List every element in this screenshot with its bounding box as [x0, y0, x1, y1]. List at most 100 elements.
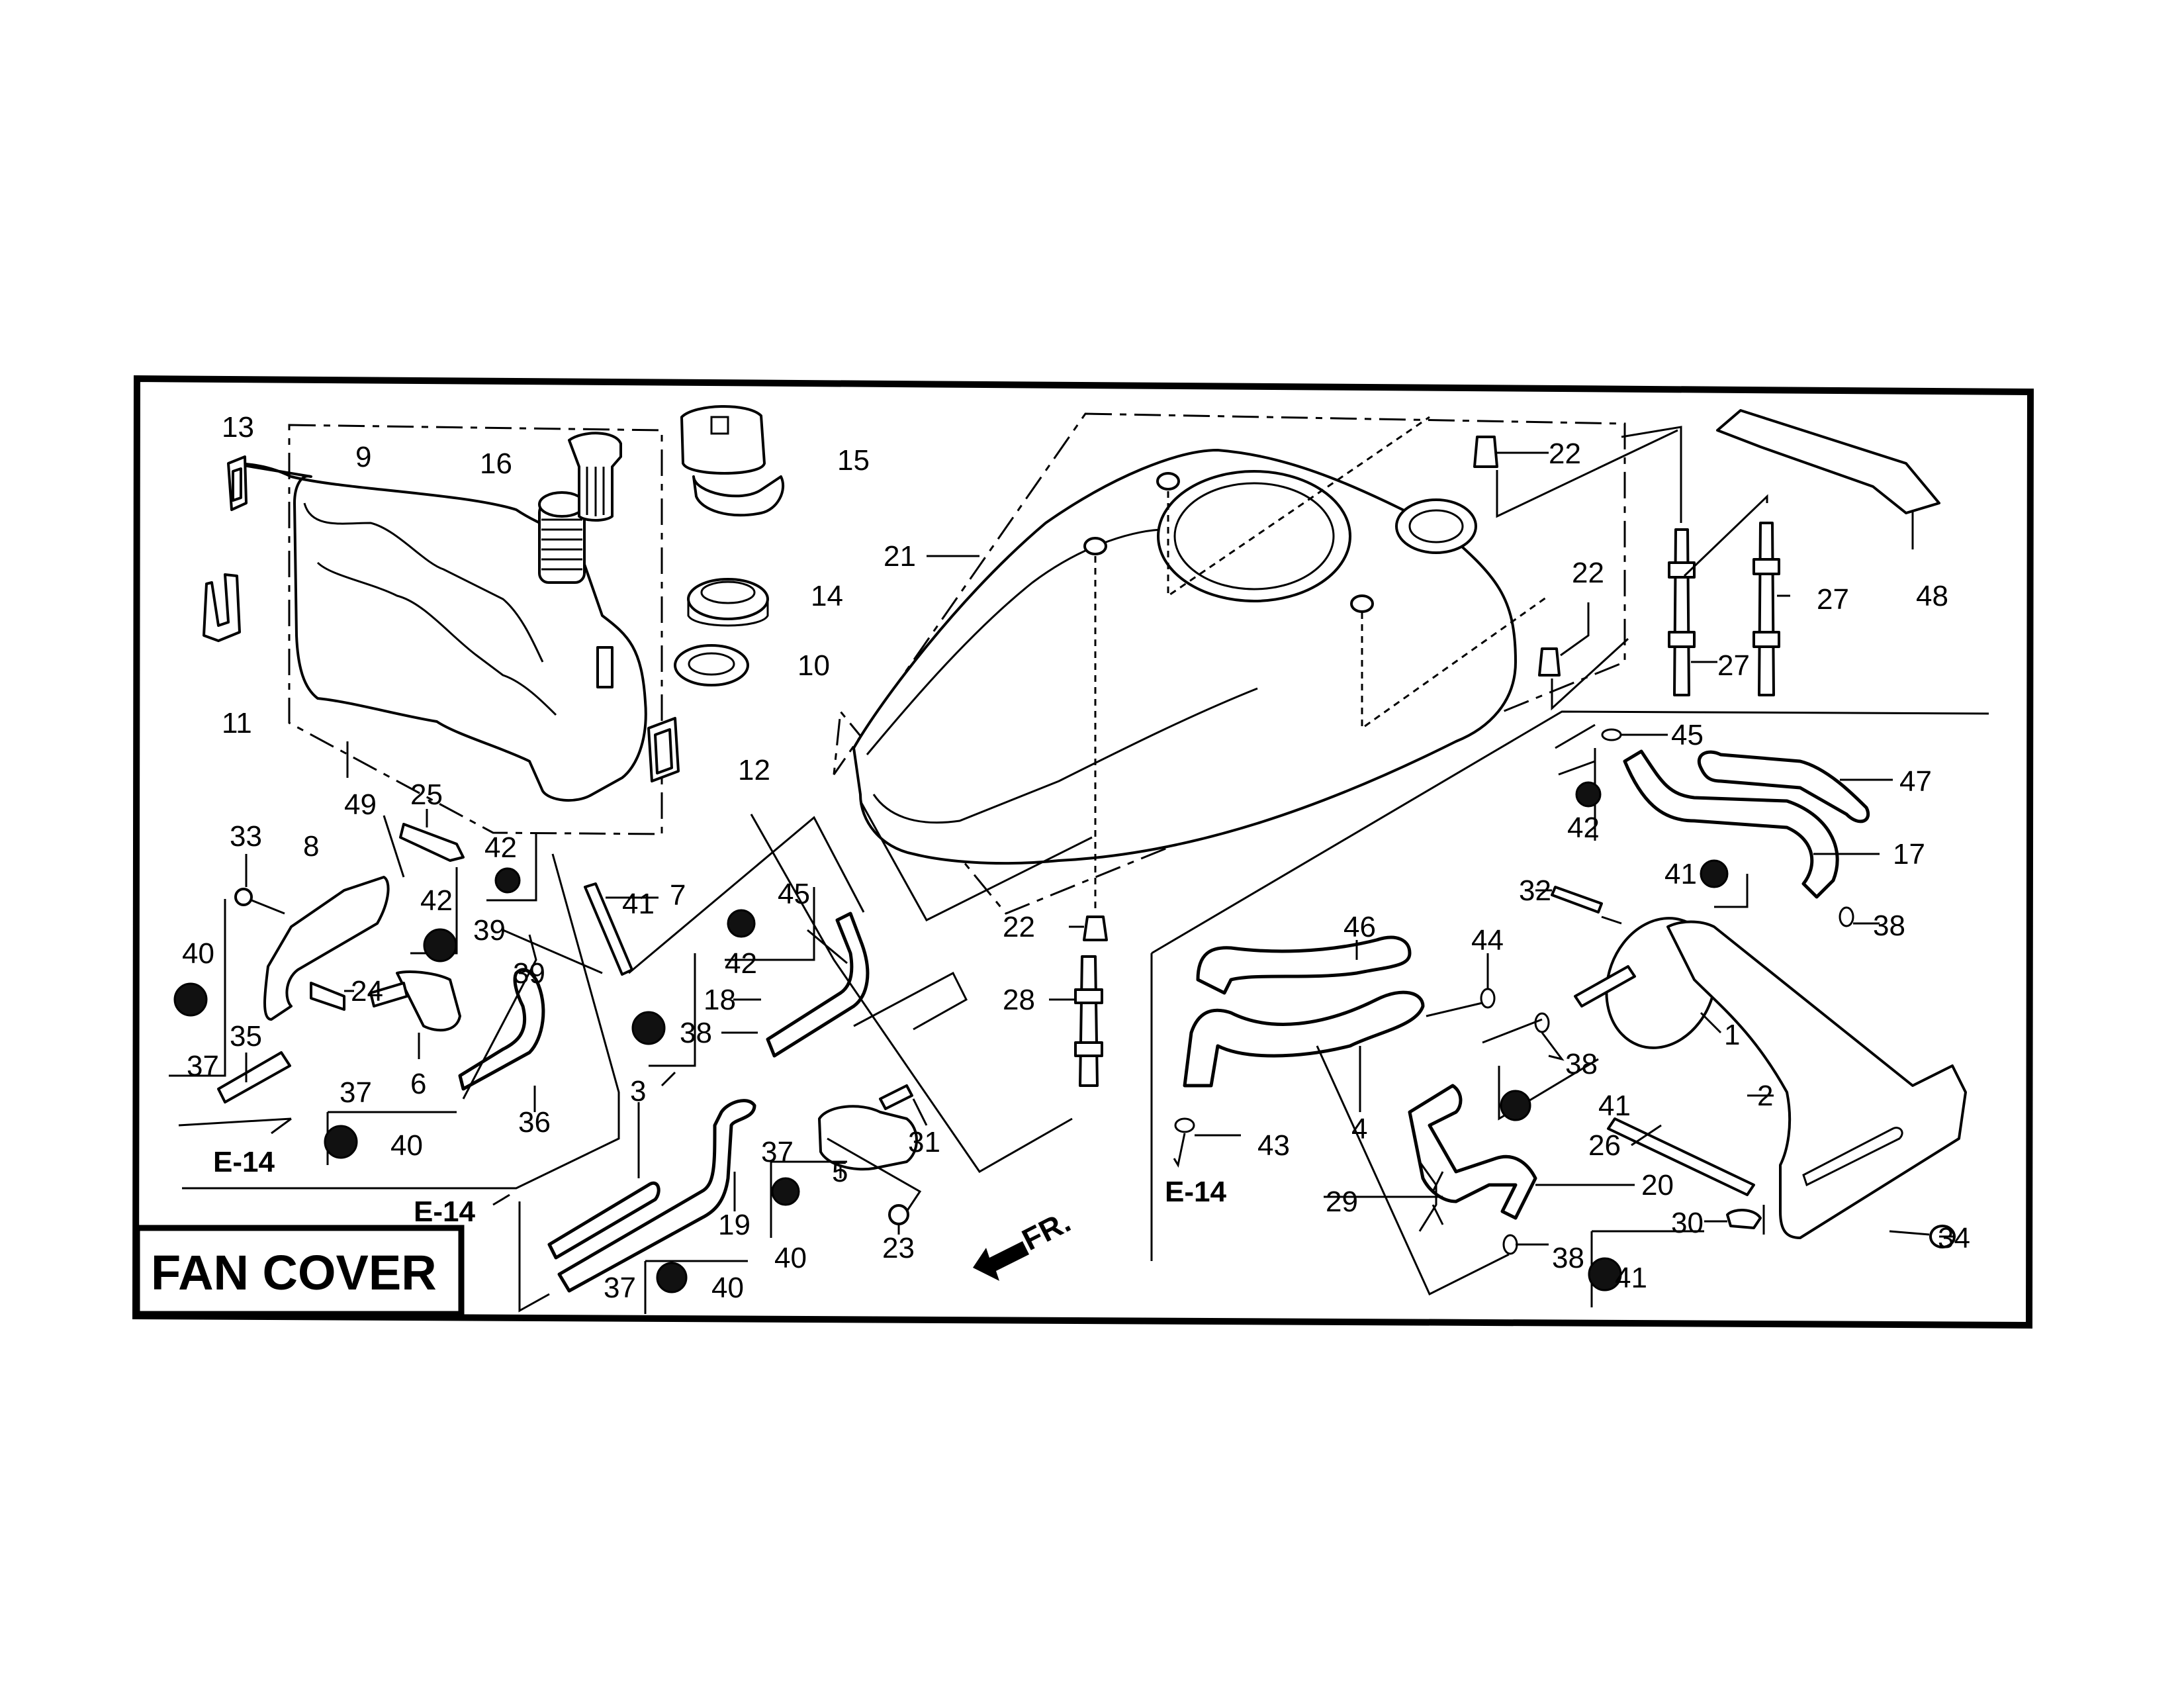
stud-27-left	[1673, 528, 1690, 696]
callout-26: 26	[1588, 1129, 1621, 1162]
bracket-8	[263, 876, 390, 1021]
callout-49: 49	[344, 788, 377, 821]
callout-44: 44	[1471, 924, 1504, 957]
callout-38-d: 38	[1552, 1242, 1584, 1274]
hose-clamp-icon	[1588, 1257, 1622, 1291]
callout-10: 10	[797, 649, 830, 682]
callout-25: 25	[410, 778, 443, 811]
callout-8: 8	[303, 830, 319, 863]
callout-15: 15	[837, 444, 870, 477]
bolt-33	[234, 888, 253, 906]
middle-hose-group: FR.	[518, 800, 1093, 1314]
clip-38-right	[1839, 906, 1854, 927]
callout-36: 36	[518, 1106, 551, 1139]
hose-clamp-icon	[631, 1011, 666, 1045]
clamp-29	[1418, 1161, 1444, 1232]
hose-clamp-icon	[727, 909, 756, 938]
callout-40-b: 40	[390, 1129, 423, 1162]
nut-23	[888, 1204, 909, 1225]
callout-41-b: 41	[1664, 858, 1697, 890]
callout-21: 21	[884, 540, 916, 573]
tube-3	[547, 1182, 660, 1260]
clip-11	[203, 573, 241, 642]
callout-17: 17	[1893, 838, 1925, 870]
callout-27-left: 27	[1717, 649, 1750, 682]
callout-31: 31	[908, 1126, 940, 1158]
bolt-32	[1551, 886, 1603, 914]
callout-5: 5	[832, 1156, 848, 1188]
front-direction-arrow-icon	[973, 1241, 1029, 1281]
reference-label-e14-right: E-14	[1165, 1176, 1226, 1208]
arrow-icon	[492, 1194, 510, 1206]
callout-28: 28	[1003, 984, 1035, 1016]
callout-24: 24	[351, 975, 383, 1008]
hose-clamp-icon	[1575, 781, 1602, 808]
hose-clamp-icon	[771, 1177, 800, 1206]
callout-2: 2	[1757, 1080, 1773, 1112]
callout-11: 11	[222, 707, 252, 739]
reference-label-e14-middle: E-14	[414, 1196, 475, 1228]
callout-42-c: 42	[725, 947, 757, 980]
clip-45-right	[1601, 728, 1622, 741]
callout-39-a: 39	[473, 914, 506, 947]
clip-44	[1480, 988, 1496, 1009]
hose-19	[557, 1099, 756, 1293]
bolt-25	[399, 823, 465, 862]
callout-41-a: 41	[622, 888, 655, 920]
callout-43: 43	[1257, 1129, 1290, 1162]
reference-label-e14-left: E-14	[213, 1146, 275, 1178]
callout-3: 3	[630, 1075, 646, 1107]
callout-45-b: 45	[1671, 719, 1704, 751]
callout-42-b: 42	[420, 884, 453, 917]
callout-1: 1	[1724, 1019, 1740, 1051]
callout-42-d: 42	[1567, 812, 1600, 844]
callout-38-b: 38	[1873, 910, 1905, 942]
bolt-24	[310, 982, 345, 1011]
cap-nut-14	[687, 578, 769, 620]
fuel-tank-group	[203, 405, 785, 835]
callout-37-a: 37	[187, 1050, 219, 1082]
hose-clamp-icon	[1700, 859, 1729, 888]
callout-29: 29	[1326, 1186, 1358, 1218]
clip-38-bottom	[1502, 1234, 1518, 1255]
callout-7: 7	[670, 879, 686, 912]
fuel-cap-15	[680, 405, 766, 475]
callout-37-b: 37	[340, 1076, 372, 1109]
grommet-22-bottom	[1083, 915, 1108, 941]
callout-16: 16	[480, 447, 512, 480]
diagram-frame	[132, 375, 2034, 1329]
callout-6: 6	[410, 1068, 426, 1100]
callout-40-c: 40	[774, 1242, 807, 1274]
clip-30	[1726, 1209, 1762, 1229]
callout-23: 23	[882, 1232, 915, 1264]
callout-22-top: 22	[1549, 438, 1581, 470]
grommet-22-right	[1538, 647, 1561, 677]
fuel-valve-6	[396, 970, 461, 1032]
title-box: FAN COVER	[134, 1225, 465, 1317]
screw-31	[879, 1084, 913, 1110]
callout-41-d: 41	[1615, 1262, 1647, 1294]
callout-33: 33	[230, 820, 262, 853]
tube-35	[217, 1051, 291, 1103]
reference-labels: E-14 E-14 E-14	[213, 1146, 1226, 1228]
callout-46: 46	[1343, 911, 1376, 943]
callout-labels: 1 2 3 4 5 6 7 8 9 10 11 12 13 14 15 16 1…	[182, 411, 1970, 1304]
stud-28	[1079, 955, 1099, 1087]
callout-14: 14	[811, 580, 843, 612]
callout-12: 12	[738, 754, 770, 786]
callout-22-right: 22	[1572, 557, 1604, 589]
callout-19: 19	[718, 1209, 751, 1241]
hose-clamp-icon	[1500, 1090, 1531, 1121]
callout-38-a: 38	[680, 1017, 712, 1049]
callout-18: 18	[704, 984, 736, 1016]
callout-37-c: 37	[761, 1136, 794, 1168]
callout-48: 48	[1916, 580, 1948, 612]
callout-9: 9	[355, 441, 371, 473]
callout-38-c: 38	[1565, 1048, 1598, 1080]
clip-38-muffler	[1534, 1012, 1550, 1033]
callout-39-b: 39	[513, 957, 545, 990]
callout-32: 32	[1519, 874, 1551, 907]
hose-clamps	[173, 781, 1729, 1293]
grommet-13	[227, 455, 248, 511]
hose-46	[1196, 935, 1412, 995]
